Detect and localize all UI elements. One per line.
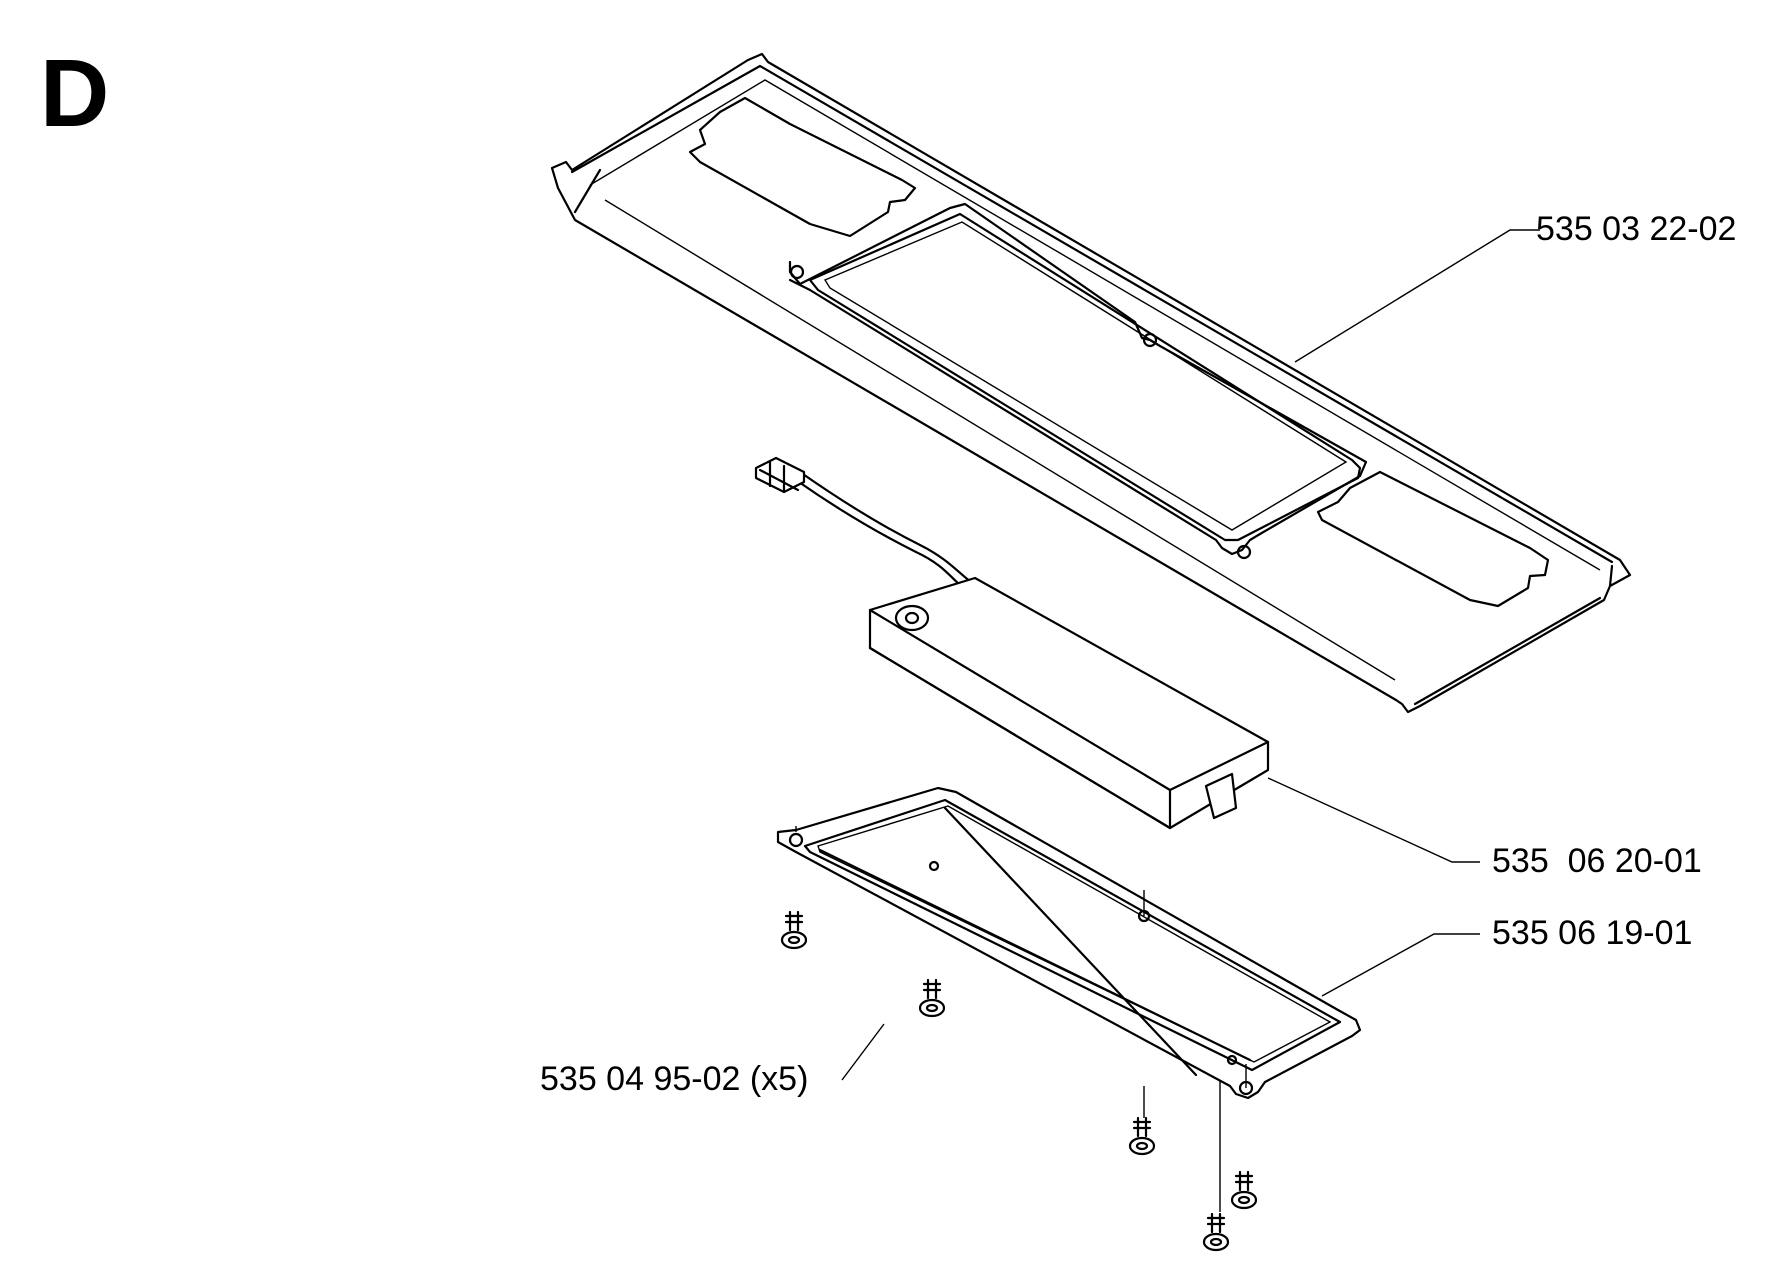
callout-tray: 535 06 19-01 [1492, 914, 1692, 952]
tray-inner-rim [803, 798, 1342, 1072]
tray-hole-left [788, 832, 804, 848]
battery-box-edges [868, 608, 1270, 830]
battery-boss [894, 604, 930, 632]
screw-3 [1128, 1116, 1156, 1156]
battery-boss-hole [904, 611, 920, 625]
battery-nub [1204, 772, 1238, 820]
cover-hole-left [789, 264, 805, 280]
leader-cover [1294, 229, 1540, 363]
cover-hole-bottom [1236, 544, 1252, 560]
tray-rib-b [943, 806, 1198, 1077]
screw-guides [795, 826, 1247, 1212]
cover-window-inner [808, 212, 1362, 542]
cover-plate-flange-inner [589, 79, 1601, 681]
callout-cover: 535 03 22-02 [1536, 210, 1736, 248]
screw-4 [1230, 1170, 1258, 1210]
leader-battery [1267, 777, 1480, 863]
screws [780, 826, 1258, 1252]
tray-hole-1 [928, 860, 940, 872]
cover-plate-flange [570, 64, 1614, 706]
cover-plate [550, 52, 1632, 714]
cover-plate-outline [550, 52, 1632, 714]
cover-window-outer [788, 202, 1368, 556]
battery-cable-2 [794, 478, 968, 592]
tray-outline [776, 786, 1362, 1100]
battery-connector-ribs [758, 460, 800, 492]
battery-cable [798, 470, 977, 587]
battery-connector [754, 456, 806, 494]
battery-tray [776, 786, 1362, 1100]
cover-hole-top [1142, 332, 1158, 348]
screw-1 [780, 910, 808, 950]
callout-screws: 535 04 95-02 (x5) [540, 1060, 808, 1098]
screw-2 [918, 978, 946, 1018]
battery-pack [754, 456, 1270, 830]
callout-battery: 535 06 20-01 [1492, 842, 1702, 880]
section-letter: D [40, 40, 109, 147]
leader-tray [1321, 933, 1480, 997]
cover-right-recess [1316, 470, 1550, 608]
leader-screws [841, 1023, 885, 1081]
leader-lines [841, 229, 1540, 1081]
tray-hole-3 [1226, 1054, 1238, 1066]
cover-left-recess [688, 96, 917, 238]
cover-window-inner-2 [823, 221, 1348, 531]
screw-5 [1202, 1212, 1230, 1252]
tray-rib-a [818, 848, 1252, 1062]
